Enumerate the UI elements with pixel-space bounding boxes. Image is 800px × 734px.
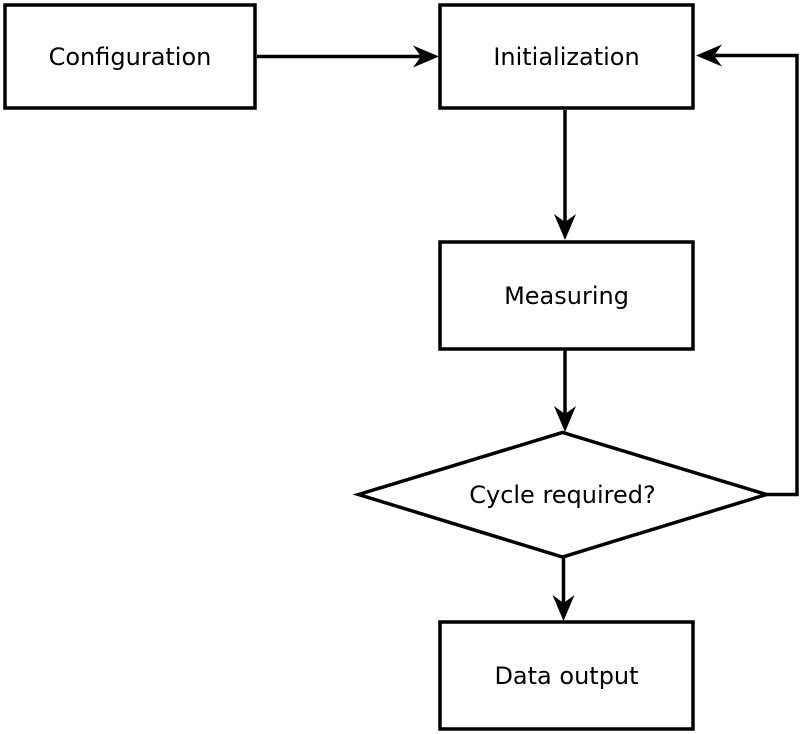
node-initialization-label: Initialization (493, 43, 639, 71)
arrowhead-down-icon (552, 595, 575, 621)
edge-cycle-required-to-initialization-loop (696, 44, 799, 497)
arrowhead-down-icon (554, 214, 576, 240)
arrowhead-down-icon (554, 406, 576, 432)
edge-measuring-to-cycle-required (554, 350, 576, 432)
node-configuration: Configuration (3, 3, 257, 110)
process-box (438, 620, 695, 731)
edge-loop-line (713, 53, 799, 497)
edge-initialization-to-measuring (554, 110, 576, 240)
node-data-output: Data output (438, 620, 695, 731)
node-measuring: Measuring (438, 240, 695, 351)
node-measuring-label: Measuring (504, 282, 629, 310)
node-initialization: Initialization (438, 3, 695, 110)
node-data-output-label: Data output (494, 662, 638, 690)
process-box (438, 240, 695, 351)
arrowhead-left-icon (696, 44, 722, 67)
decision-diamond (352, 430, 773, 559)
edge-configuration-to-initialization (257, 45, 439, 68)
node-cycle-required: Cycle required? (352, 430, 773, 559)
process-box (3, 3, 257, 110)
node-cycle-required-label: Cycle required? (469, 481, 656, 509)
node-configuration-label: Configuration (49, 43, 212, 71)
edge-cycle-required-to-data-output (552, 557, 575, 621)
process-box (438, 3, 695, 110)
arrowhead-right-icon (413, 45, 439, 68)
